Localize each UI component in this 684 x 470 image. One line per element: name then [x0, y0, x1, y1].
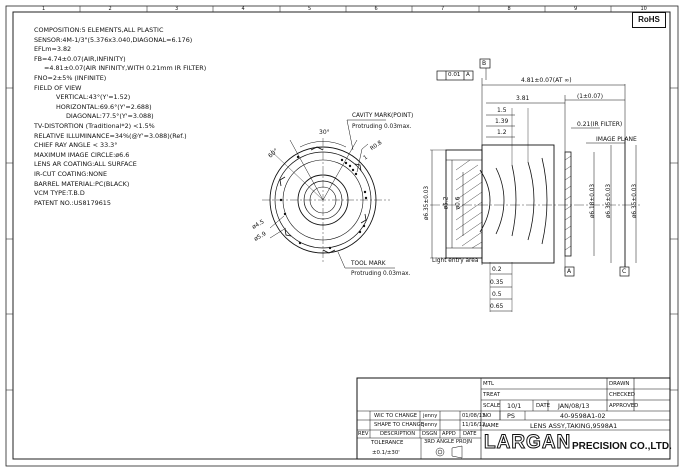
rev2-by: jenny	[423, 422, 438, 428]
projection-label: 3RD ANGLE PROJN	[424, 439, 473, 445]
spec-image-circle: MAXIMUM IMAGE CIRCLE:ø6.6	[34, 150, 130, 159]
tb-name-value: LENS ASSY,TAKING,9598A1	[530, 422, 618, 430]
spec-diagonal: DIAGONAL:77.5°(Y'=3.088)	[66, 112, 154, 121]
flange-back-dim: 4.81±0.07(AT ∞)	[521, 77, 572, 84]
spec-notes: COMPOSITION:5 ELEMENTS,ALL PLASTIC SENSO…	[34, 26, 206, 208]
border-mark-top: 2	[108, 6, 112, 12]
rev1-desc: WIC TO CHANGE	[374, 413, 418, 419]
spec-relative-illuminance: RELATIVE ILLUMINANCE=34%(@Y'=3.088)(Ref.…	[34, 131, 187, 140]
datum-frames	[436, 58, 630, 277]
border-mark-top: 6	[374, 6, 378, 12]
rev-header: REV	[358, 431, 369, 437]
border-mark-top: 1	[42, 6, 46, 12]
border-ticks	[6, 6, 678, 391]
spec-efl: EFLm=3.82	[34, 45, 72, 54]
spec-vcm: VCM TYPE:T.B.D	[34, 189, 85, 198]
datum-a: A	[567, 268, 572, 275]
date-header: DATE	[463, 431, 477, 437]
spec-vertical: VERTICAL:43°(Y'=1.52)	[56, 93, 131, 102]
company-name: PRECISION CO.,LTD.	[572, 441, 672, 452]
lens-side-view	[430, 63, 640, 312]
dim-0-65: 0.65	[490, 303, 504, 310]
image-plane-label: IMAGE PLANE	[596, 136, 637, 143]
inner-border	[12, 11, 671, 460]
border-mark-top: 10	[640, 6, 647, 12]
border-mark-top: 5	[308, 6, 312, 12]
tool-protrude-label: Protruding 0.03max.	[351, 271, 411, 277]
tolerance-value: ±0.1/±30'	[372, 450, 400, 456]
lens-front-view	[262, 119, 395, 269]
spec-barrel: BARREL MATERIAL:PC(BLACK)	[34, 179, 130, 188]
cavity-protrude-label: Protruding 0.03max.	[352, 124, 412, 130]
spec-horizontal: HORIZONTAL:69.6°(Y'=2.688)	[56, 102, 152, 111]
rev1-date: 01/08/13	[462, 413, 486, 419]
spec-fb-filter: =4.81±0.07(AIR INFINITY,WITH 0.21mm IR F…	[44, 64, 207, 73]
tb-ps: PS	[507, 412, 515, 420]
datum-b: B	[482, 60, 487, 67]
dia-635-right: ø6.35±0.03	[632, 183, 639, 219]
spec-fov: FIELD OF VIEW	[34, 83, 82, 92]
datum-c: C	[622, 268, 627, 275]
dim-1-tol: (1±0.07)	[577, 94, 603, 100]
border-mark-top: 4	[241, 6, 245, 12]
tb-treat: TREAT	[483, 392, 501, 398]
dia-618: ø6.18±0.03	[590, 183, 597, 219]
title-block-lines	[356, 377, 671, 460]
border-mark-top: 3	[175, 6, 179, 12]
dim-1-5: 1.5	[497, 107, 507, 114]
tb-name: NAME	[483, 423, 499, 429]
tb-scale-value: 10/1	[507, 402, 522, 410]
spec-composition: COMPOSITION:5 ELEMENTS,ALL PLASTIC	[34, 26, 164, 34]
tb-scale: SCALE	[483, 403, 501, 409]
rev2-desc: SHAPE TO CHANGE	[374, 422, 424, 428]
tool-mark-label: TOOL MARK	[351, 261, 386, 267]
dim-0-35: 0.35	[490, 279, 504, 286]
spec-chief-ray: CHIEF RAY ANGLE < 33.3°	[34, 141, 118, 150]
spec-fno: FNO=2±5% (INFINITE)	[34, 73, 107, 82]
tb-date: DATE	[536, 403, 551, 409]
tb-part-number: 40-9598A1-02	[560, 412, 606, 420]
tb-no: NO	[483, 413, 492, 419]
border-mark-top: 7	[441, 6, 445, 12]
dia-06: ø0.6	[455, 196, 462, 210]
tb-checked: CHECKED	[609, 392, 636, 398]
dim-1-39: 1.39	[495, 118, 509, 125]
tb-date-value: JAN/08/13	[558, 402, 590, 410]
tolerance-label: TOLERANCE	[371, 440, 404, 446]
datum-a-ref: A	[466, 72, 470, 78]
dim-1-2: 1.2	[497, 129, 507, 136]
spec-sensor: SENSOR:4M-1/3"(5.376x3.040,DIAGONAL=6.17…	[34, 35, 193, 44]
ir-filter-label: 0.21(IR FILTER)	[577, 121, 623, 128]
dia-52: ø5.2	[443, 196, 450, 210]
spec-coating: LENS AR COATING:ALL SURFACE	[34, 160, 137, 169]
angle-30-label: 30°	[319, 129, 330, 136]
outer-border	[5, 5, 679, 467]
tb-drawn: DRAWN	[609, 381, 630, 387]
spec-ircut: IR-CUT COATING:NONE	[34, 169, 108, 178]
dia-635-mid: ø6.35±0.03	[606, 183, 613, 219]
spec-tv-distortion: TV-DISTORTION (Traditional*2) <1.5%	[34, 121, 155, 130]
tb-approved: APPROVED	[609, 403, 639, 409]
tb-mtl: MTL	[483, 381, 494, 387]
border-mark-top: 8	[507, 6, 511, 12]
dim-0-5: 0.5	[492, 291, 502, 298]
appd-header: APPD	[442, 431, 456, 437]
rev1-by: jenny	[423, 413, 438, 419]
spec-patent: PATENT NO.:US8179615	[34, 198, 111, 207]
border-mark-top: 9	[574, 6, 578, 12]
rev2-date: 11/16/12	[462, 422, 486, 428]
light-entry-label: Light entry area	[432, 258, 479, 264]
dim-3-81: 3.81	[516, 95, 530, 102]
spec-fb: FB=4.74±0.07(AIR,INFINITY)	[34, 54, 126, 63]
desc-header: DESCRIPTION	[380, 431, 416, 437]
dia-635-left: ø6.35±0.03	[424, 185, 431, 221]
cavity-mark-label: CAVITY MARK(POINT)	[352, 113, 414, 119]
dsgn-header: DSGN	[422, 431, 438, 437]
company-logo: LARGAN	[483, 432, 572, 454]
flatness-tol: 0.01	[448, 72, 461, 78]
dim-0-2: 0.2	[492, 266, 502, 273]
rohs-badge: RoHS	[632, 12, 666, 28]
